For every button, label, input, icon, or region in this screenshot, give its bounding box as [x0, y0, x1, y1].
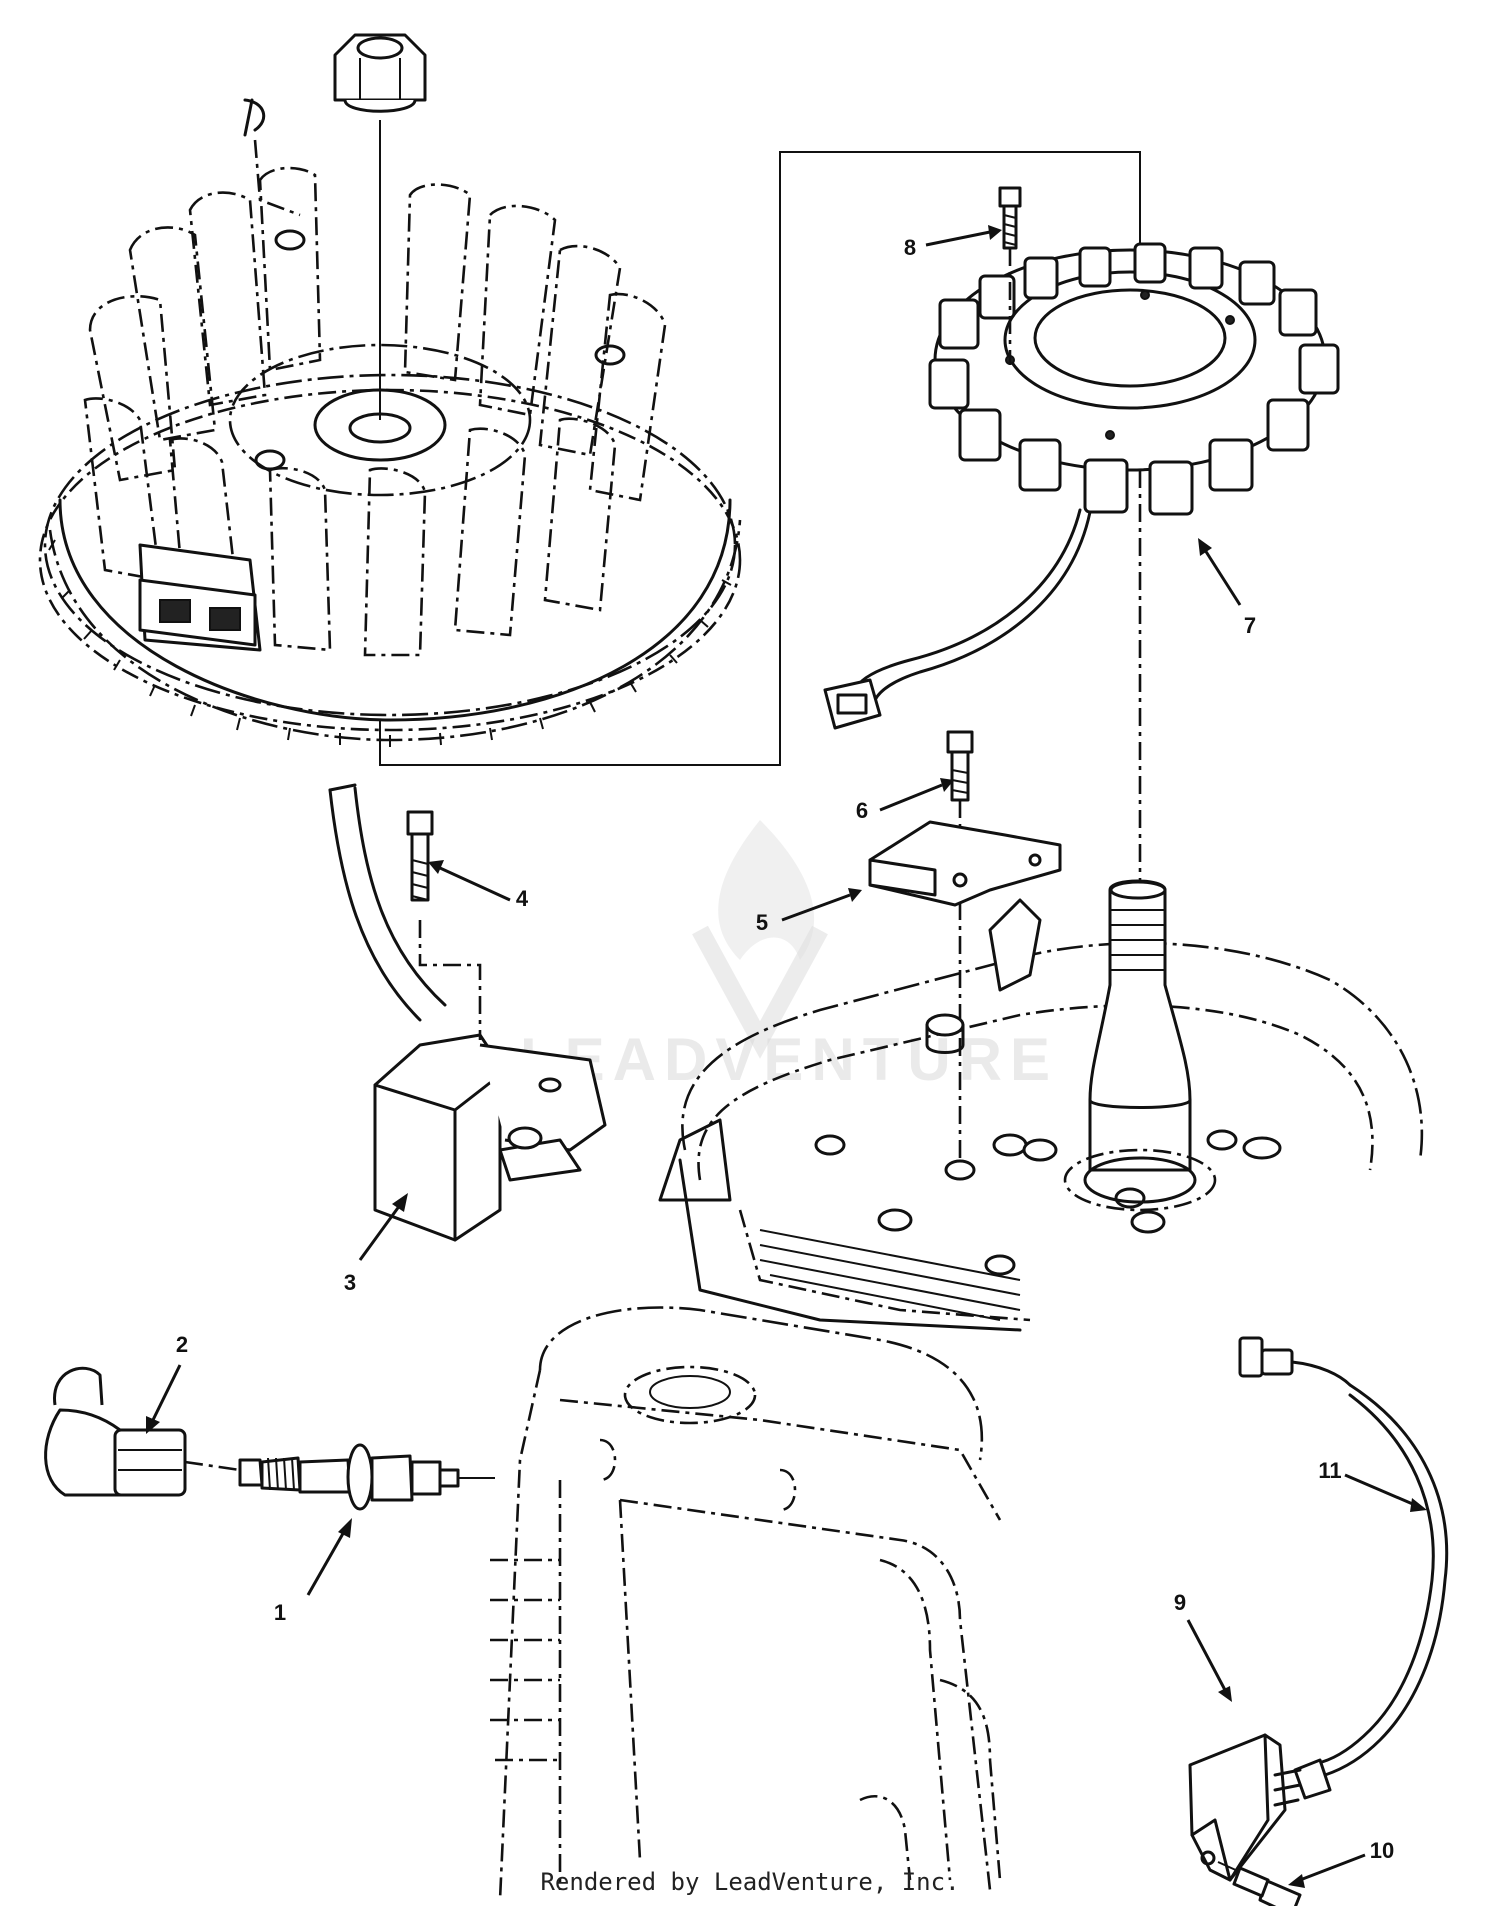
callout-1: 1 [274, 1600, 286, 1625]
flywheel [38, 120, 742, 747]
callout-4: 4 [516, 886, 529, 911]
bracket [868, 820, 1062, 907]
callout-arrows [146, 225, 1427, 1888]
callout-7: 7 [1244, 613, 1256, 638]
bracket-bolt [946, 730, 974, 1180]
callout-labels: 1 2 3 4 5 6 7 8 9 10 11 [176, 235, 1394, 1863]
voltage-regulator [1188, 1733, 1302, 1882]
stator-bolt [998, 186, 1022, 365]
callout-9: 9 [1174, 1590, 1186, 1615]
ignition-coil [328, 783, 607, 1242]
callout-8: 8 [904, 235, 916, 260]
spark-plug [238, 1443, 495, 1511]
flywheel-nut [333, 33, 427, 113]
engine-block [490, 1306, 1002, 1901]
flywheel-key [243, 98, 301, 217]
callout-10: 10 [1370, 1838, 1394, 1863]
callout-6: 6 [856, 798, 868, 823]
callout-11: 11 [1318, 1458, 1341, 1483]
callout-5: 5 [756, 910, 768, 935]
callout-3: 3 [344, 1270, 356, 1295]
callout-2: 2 [176, 1332, 188, 1357]
crankcase [658, 879, 1424, 1332]
footer-credit: Rendered by LeadVenture, Inc. [540, 1868, 960, 1896]
stator [823, 242, 1340, 1045]
watermark-text: LEADVENTURE [520, 1026, 1058, 1093]
harness [1238, 1336, 1449, 1800]
regulator-screw [1217, 1861, 1302, 1906]
spark-plug-boot [44, 1366, 241, 1497]
